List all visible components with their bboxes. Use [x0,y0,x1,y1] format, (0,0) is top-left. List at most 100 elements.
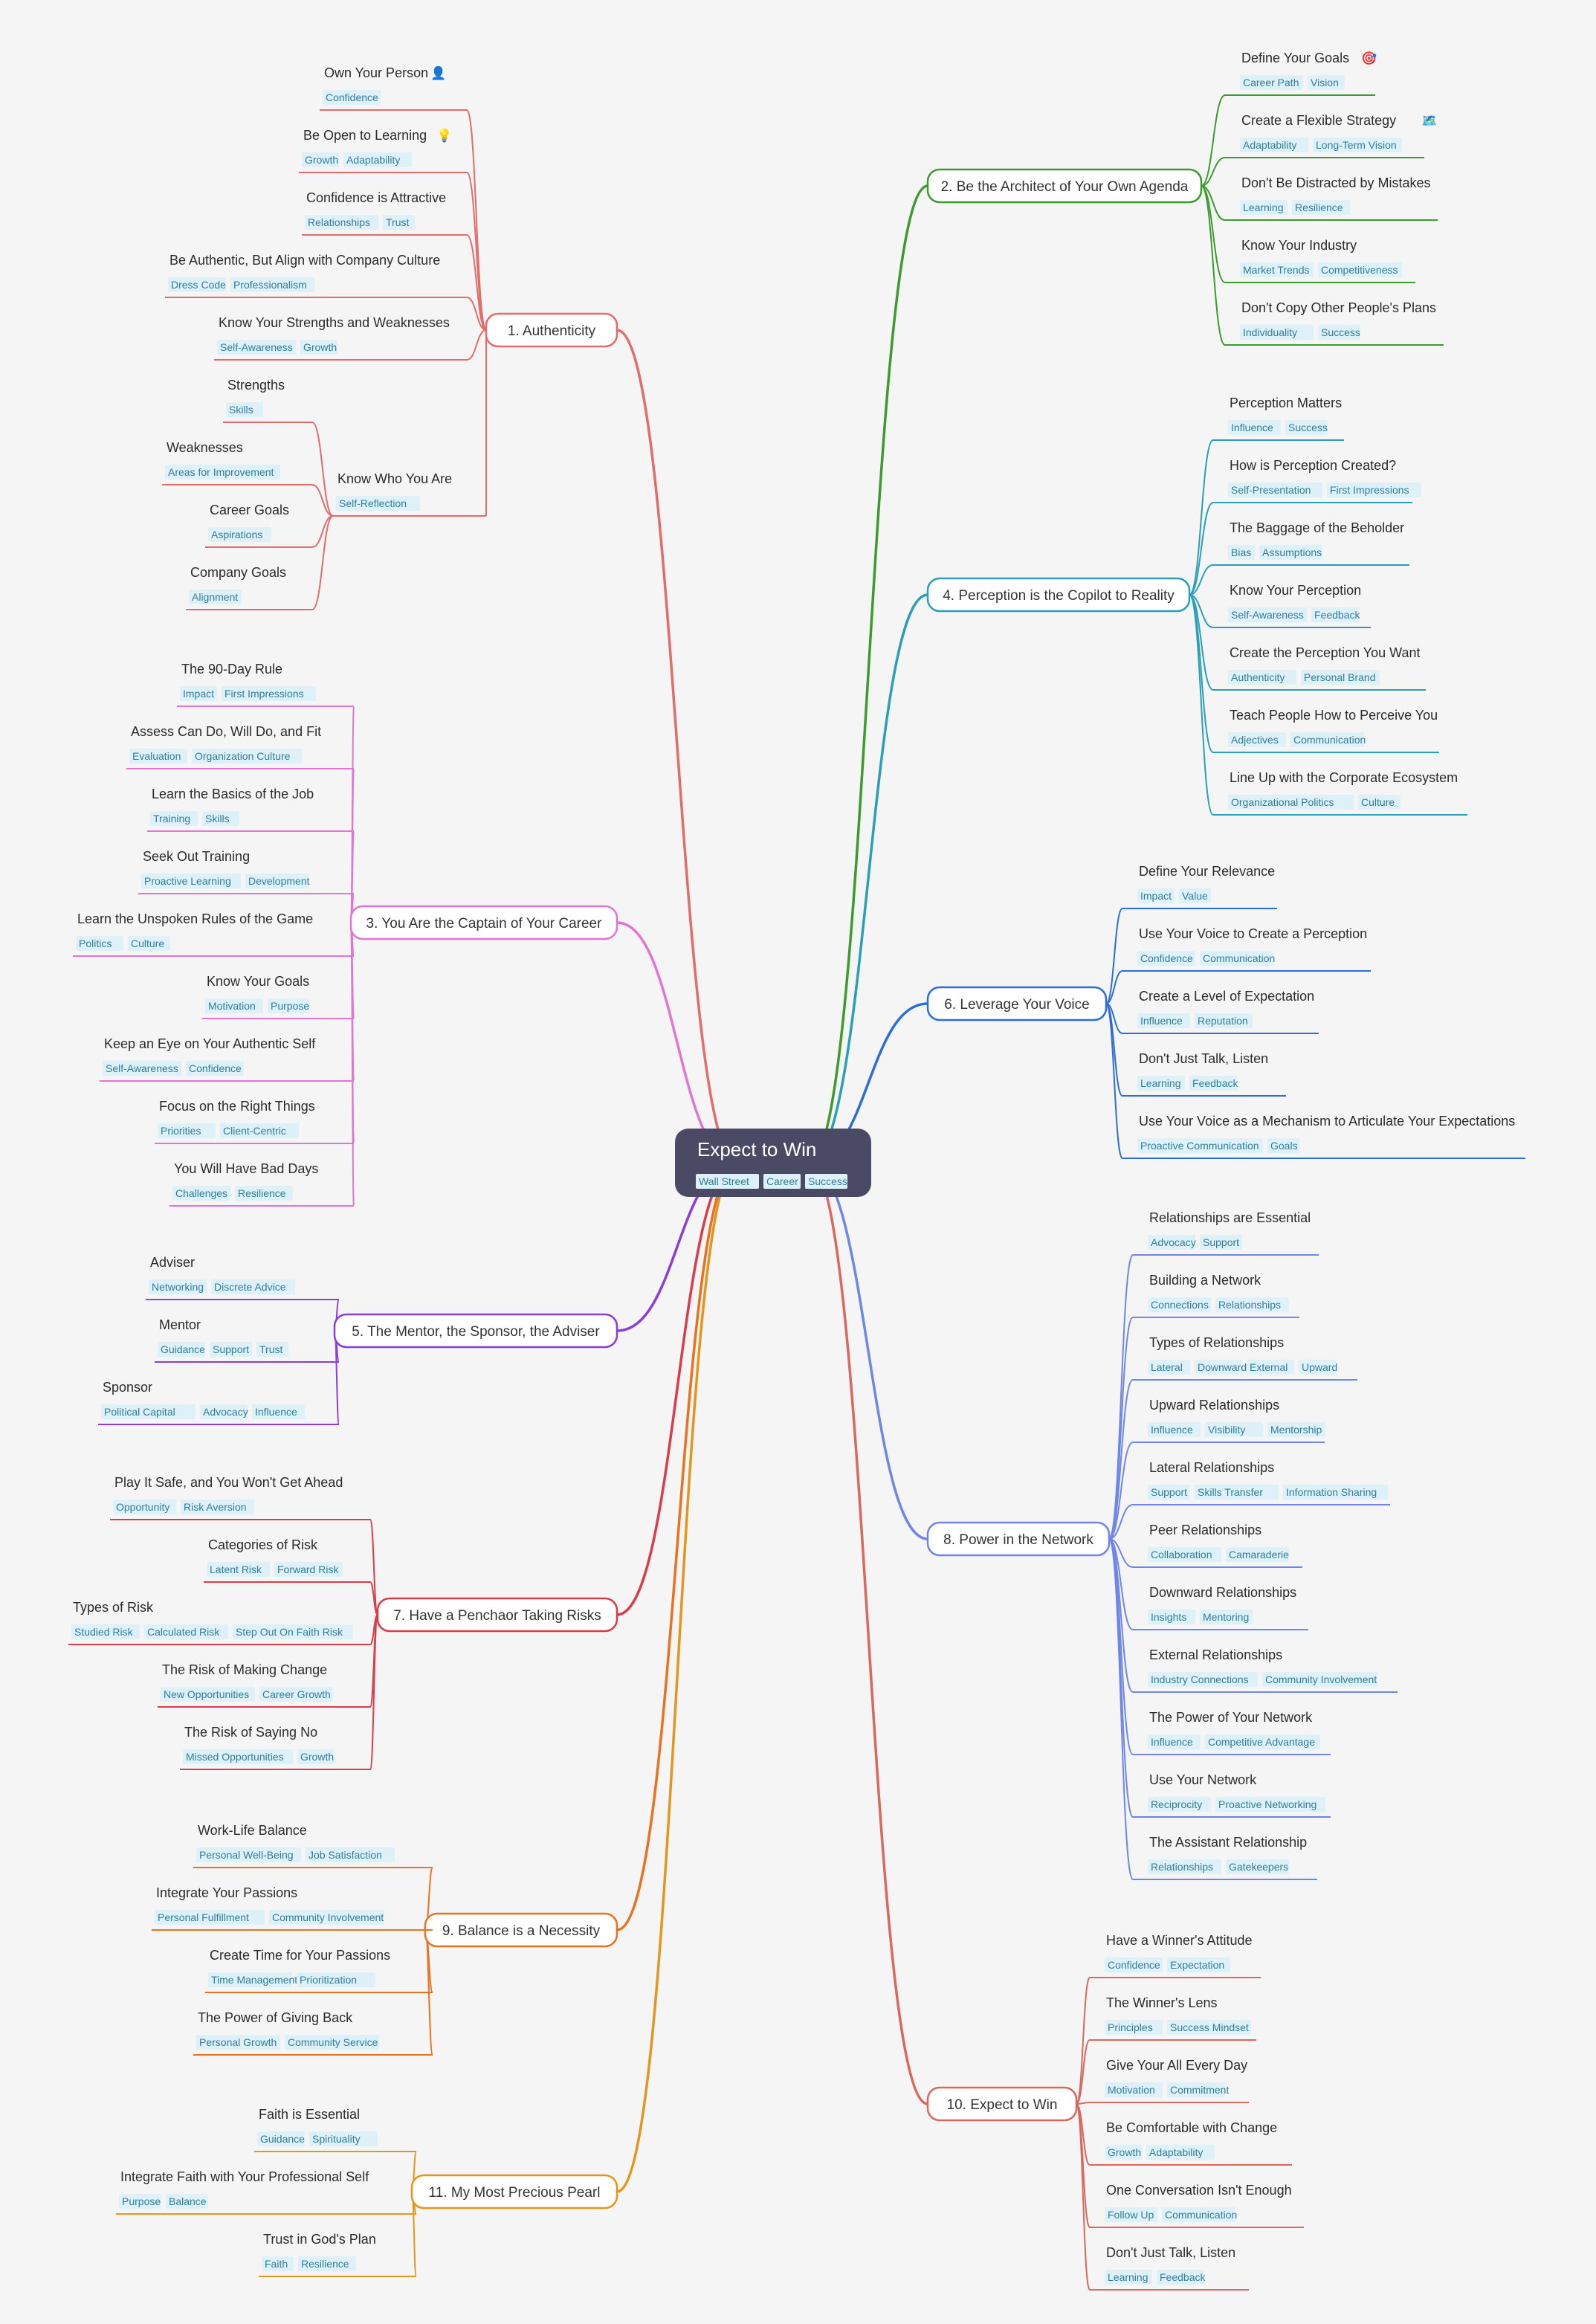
leaf-connector [1108,1317,1134,1540]
leaf-node-how-is-perception-created[interactable]: How is Perception Created?Self-Presentat… [1213,458,1421,503]
branch-node-perception[interactable]: 4. Perception is the Copilot to Reality [926,577,1191,613]
leaf-label: Know Your Perception [1230,583,1361,598]
leaf-label: Create the Perception You Want [1230,645,1421,660]
tag-label: Evaluation [132,750,181,762]
tag-label: Influence [255,1406,297,1418]
branch-node-expect[interactable]: 10. Expect to Win [926,2086,1078,2122]
leaf-label: Use Your Voice to Create a Perception [1139,926,1367,941]
branch-label: 6. Leverage Your Voice [944,997,1089,1013]
branch-node-architect[interactable]: 2. Be the Architect of Your Own Agenda [926,168,1203,204]
leaf-node-assess-can-do-will-do-and-fit[interactable]: Assess Can Do, Will Do, and FitEvaluatio… [126,724,354,769]
branch-node-voice[interactable]: 6. Leverage Your Voice [926,986,1108,1021]
branch-node-risk[interactable]: 7. Have a Penchaor Taking Risks [376,1597,618,1633]
tag-bg [1240,325,1314,340]
leaf-node-use-your-voice-to-create-a-perception[interactable]: Use Your Voice to Create a PerceptionCon… [1122,926,1371,972]
tag-bg [1148,1734,1201,1749]
tag-bg [1105,2082,1163,2097]
leaf-node-be-authentic-but-align-with-company-culture[interactable]: Be Authentic, But Align with Company Cul… [165,253,467,298]
leaf-label: Use Your Voice as a Mechanism to Articul… [1139,1114,1515,1129]
branch-node-authenticity[interactable]: 1. Authenticity [485,312,618,348]
leaf-node-create-the-perception-you-want[interactable]: Create the Perception You WantAuthentici… [1213,645,1426,691]
leaf-node-create-a-flexible-strategy[interactable]: Create a Flexible Strategy🗺️Adaptability… [1225,113,1437,158]
tag-bg [1267,1138,1299,1153]
leaf-node-learn-the-unspoken-rules-of-the-game[interactable]: Learn the Unspoken Rules of the GamePoli… [73,911,354,957]
leaf-label: Upward Relationships [1149,1398,1279,1413]
branch-connector-network [808,1161,928,1540]
leaf-node-don-t-copy-other-people-s-plans[interactable]: Don't Copy Other People's PlansIndividua… [1225,300,1444,346]
leaf-node-own-your-person[interactable]: Own Your Person👤Confidence [320,65,467,111]
leaf-node-keep-an-eye-on-your-authentic-self[interactable]: Keep an Eye on Your Authentic SelfSelf-A… [100,1036,354,1082]
tag-label: Impact [1140,890,1172,902]
leaf-node-use-your-voice-as-a-mechanism-to-articulate-your-expectations[interactable]: Use Your Voice as a Mechanism to Articul… [1122,1114,1525,1159]
branch-connector-authenticity [616,329,738,1164]
tag-bg [1148,1797,1211,1812]
leaf-node-line-up-with-the-corporate-ecosystem[interactable]: Line Up with the Corporate EcosystemOrga… [1213,770,1467,816]
leaf-node-integrate-faith-with-your-professional-self[interactable]: Integrate Faith with Your Professional S… [116,2169,416,2215]
branch-node-pearl[interactable]: 11. My Most Precious Pearl [410,2174,618,2210]
leaf-connector [1105,970,1123,1004]
branch-node-balance[interactable]: 9. Balance is a Necessity [424,1912,618,1948]
leaf-node-teach-people-how-to-perceive-you[interactable]: Teach People How to Perceive YouAdjectiv… [1213,708,1439,753]
leaf-tag-expectation: Expectation [1167,1957,1230,1972]
leaf-node-know-your-strengths-and-weaknesses[interactable]: Know Your Strengths and WeaknessesSelf-A… [214,315,467,361]
branch-node-captain[interactable]: 3. You Are the Captain of Your Career [349,905,618,940]
branch-node-mentor[interactable]: 5. The Mentor, the Sponsor, the Adviser [333,1313,618,1349]
branch-node-network[interactable]: 8. Power in the Network [926,1521,1111,1557]
leaf-node-play-it-safe-and-you-won-t-get-ahead[interactable]: Play It Safe, and You Won't Get AheadOpp… [110,1475,370,1520]
tag-label: Influence [1140,1015,1183,1027]
